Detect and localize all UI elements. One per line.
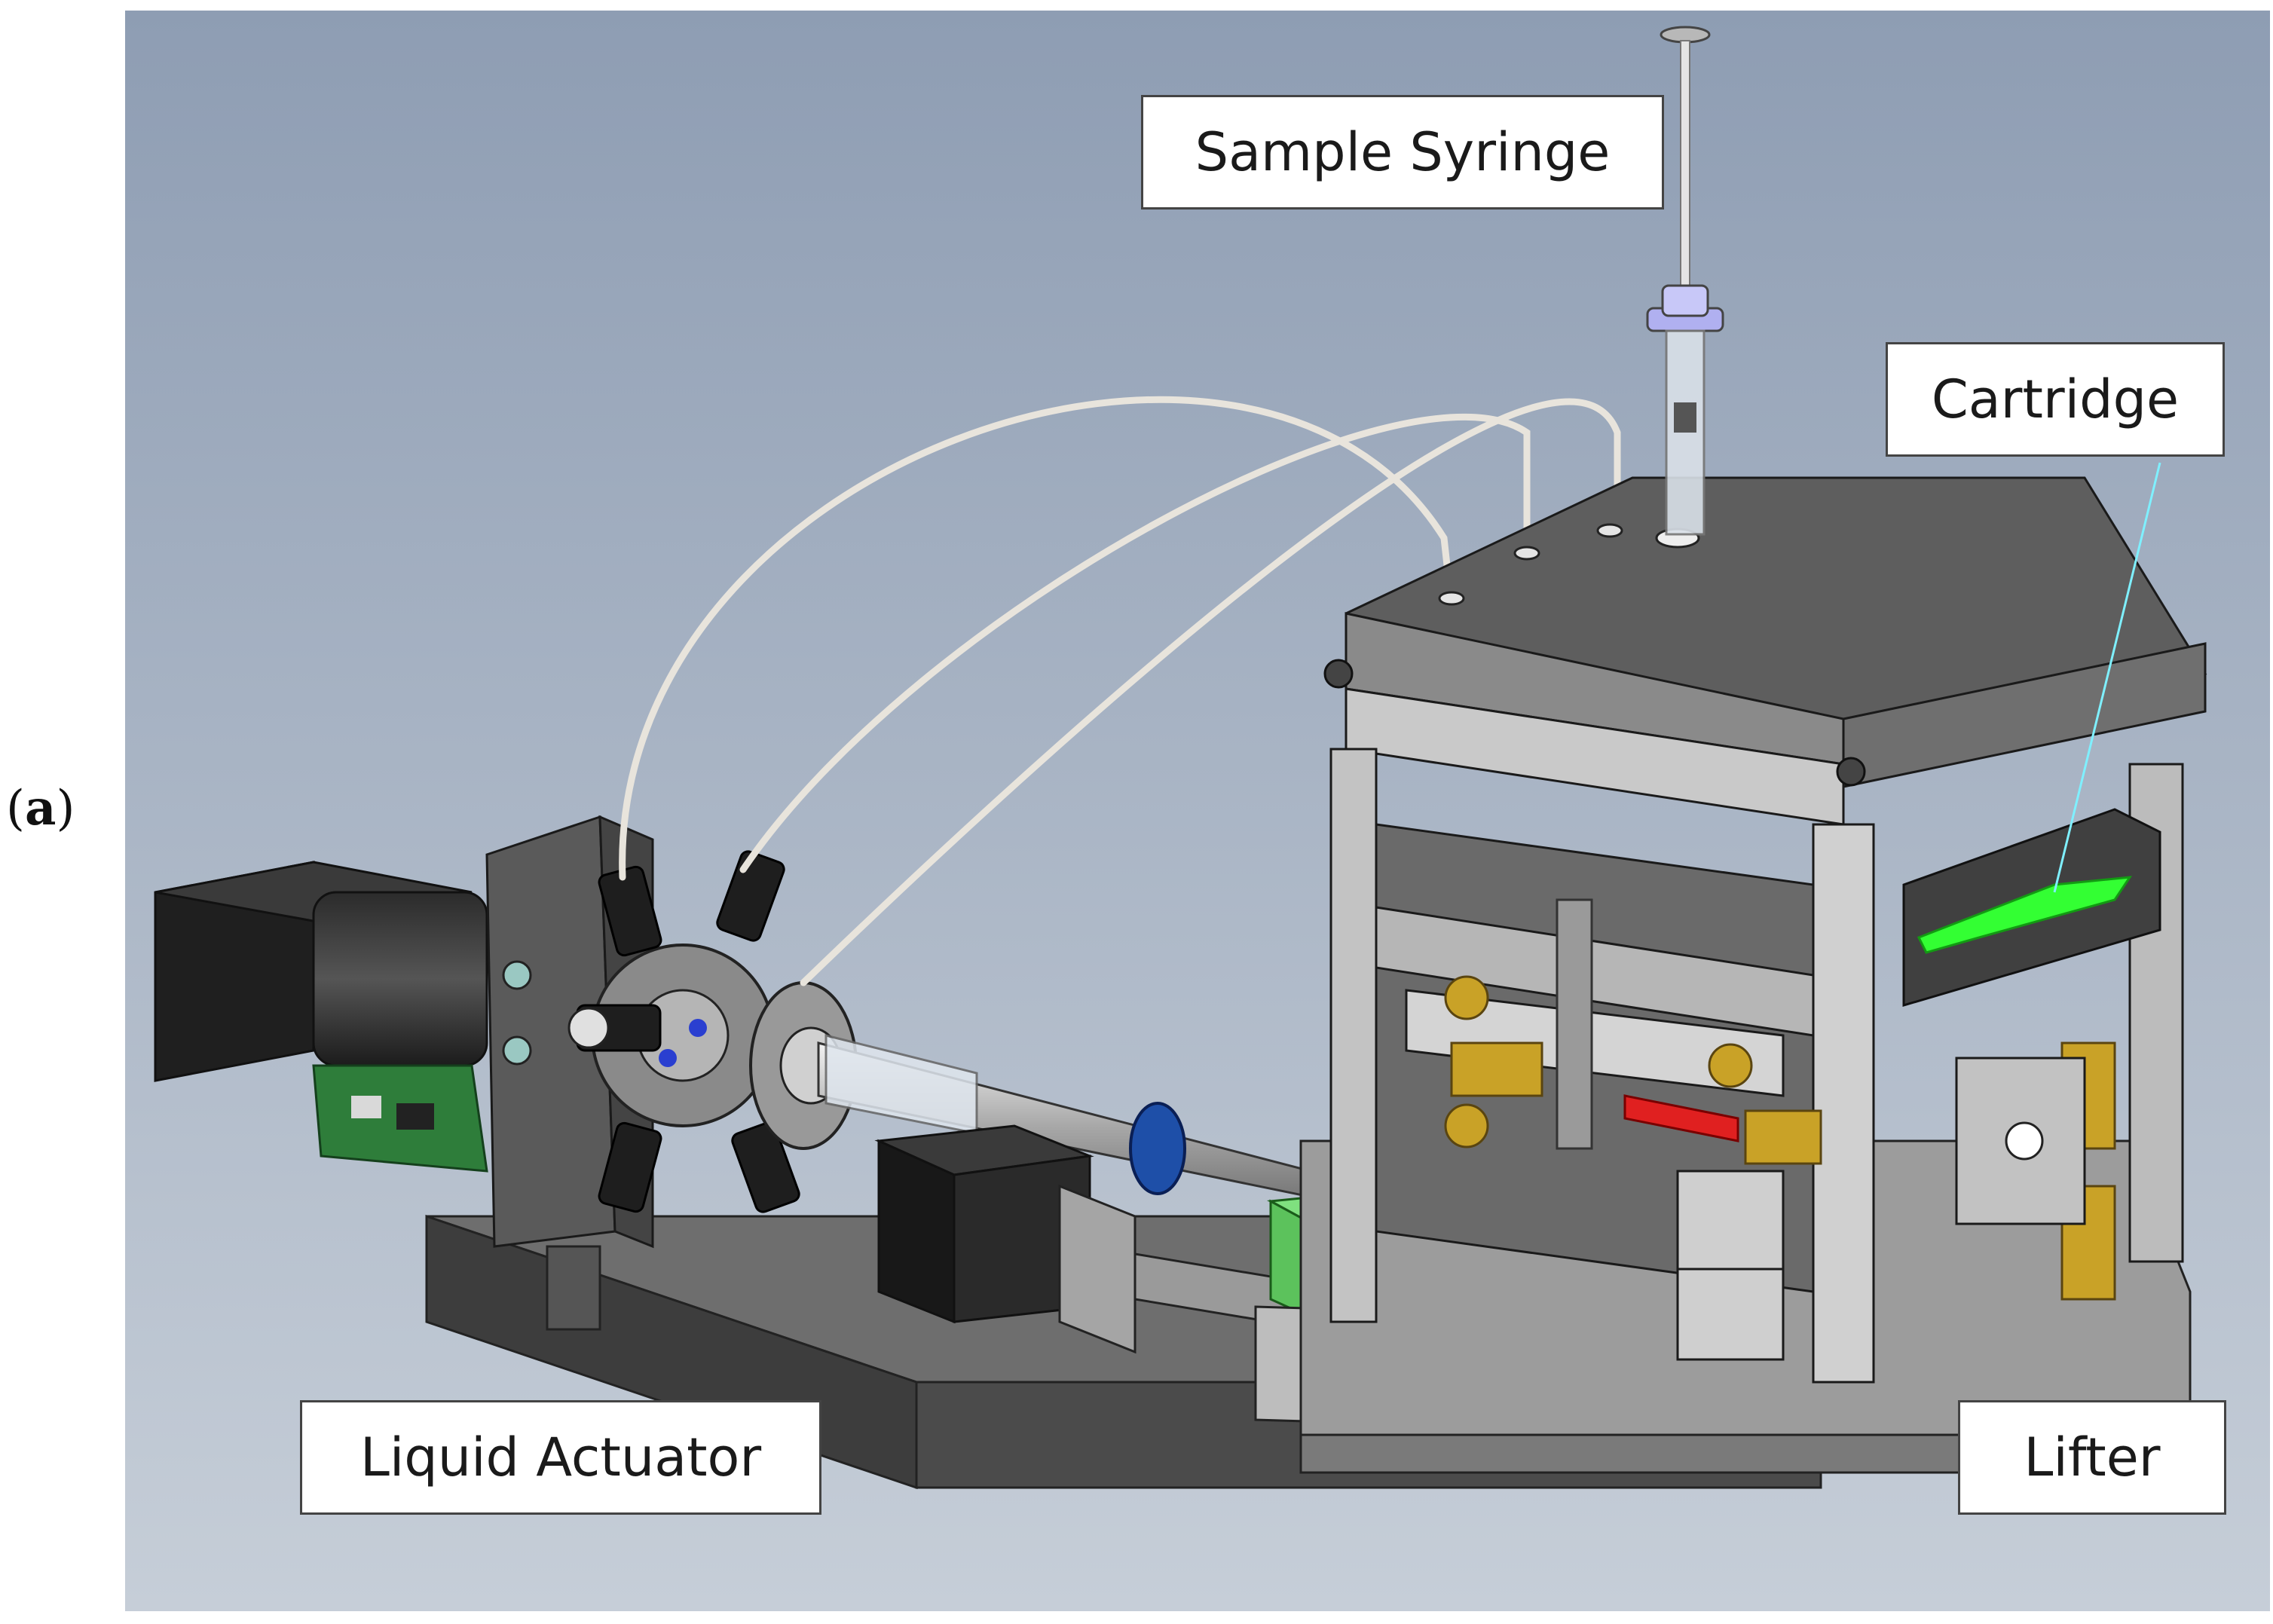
front-lower-block (1676, 1170, 1785, 1271)
crossbar-lower (1405, 989, 1785, 1097)
front-right-column (1812, 823, 1875, 1384)
tube (800, 398, 1621, 986)
brass-block (1744, 1109, 1822, 1165)
brass-block (1450, 1041, 1543, 1097)
front-left-column (1329, 748, 1378, 1323)
vertical-rod (1556, 898, 1593, 1150)
label-liquid-actuator: Liquid Actuator (300, 1400, 821, 1515)
tube (739, 413, 1531, 873)
mount-bracket (546, 1245, 601, 1331)
label-sample-syringe: Sample Syringe (1141, 95, 1664, 209)
sample-syringe (1646, 26, 1724, 536)
syringe-collar (1661, 284, 1709, 317)
rear-motor-body (312, 891, 488, 1067)
valve-fitting (731, 1121, 800, 1213)
brass-screw (1444, 1103, 1489, 1148)
tubing (619, 396, 1621, 986)
tube (619, 396, 1455, 881)
valve-fitting (598, 1121, 662, 1213)
crossbar (1375, 906, 1815, 1037)
cartridge-leader-line (2053, 462, 2161, 893)
lifter-assembly (1299, 462, 2207, 1474)
rail-bracket (1058, 1184, 1136, 1354)
valve-fitting (716, 850, 785, 942)
blue-nut (1129, 1102, 1186, 1195)
syringe-plunger (1680, 40, 1690, 298)
brass-screw (1708, 1043, 1753, 1088)
red-rod (1623, 1094, 1739, 1142)
brass-screw (1444, 975, 1489, 1020)
label-cartridge: Cartridge (1886, 342, 2225, 457)
cartridge-green (1917, 876, 2133, 954)
device-cad-figure (125, 11, 2270, 1611)
panel-letter: (a) (6, 780, 75, 836)
front-lower-block (1676, 1268, 1785, 1361)
label-lifter: Lifter (1958, 1400, 2226, 1515)
